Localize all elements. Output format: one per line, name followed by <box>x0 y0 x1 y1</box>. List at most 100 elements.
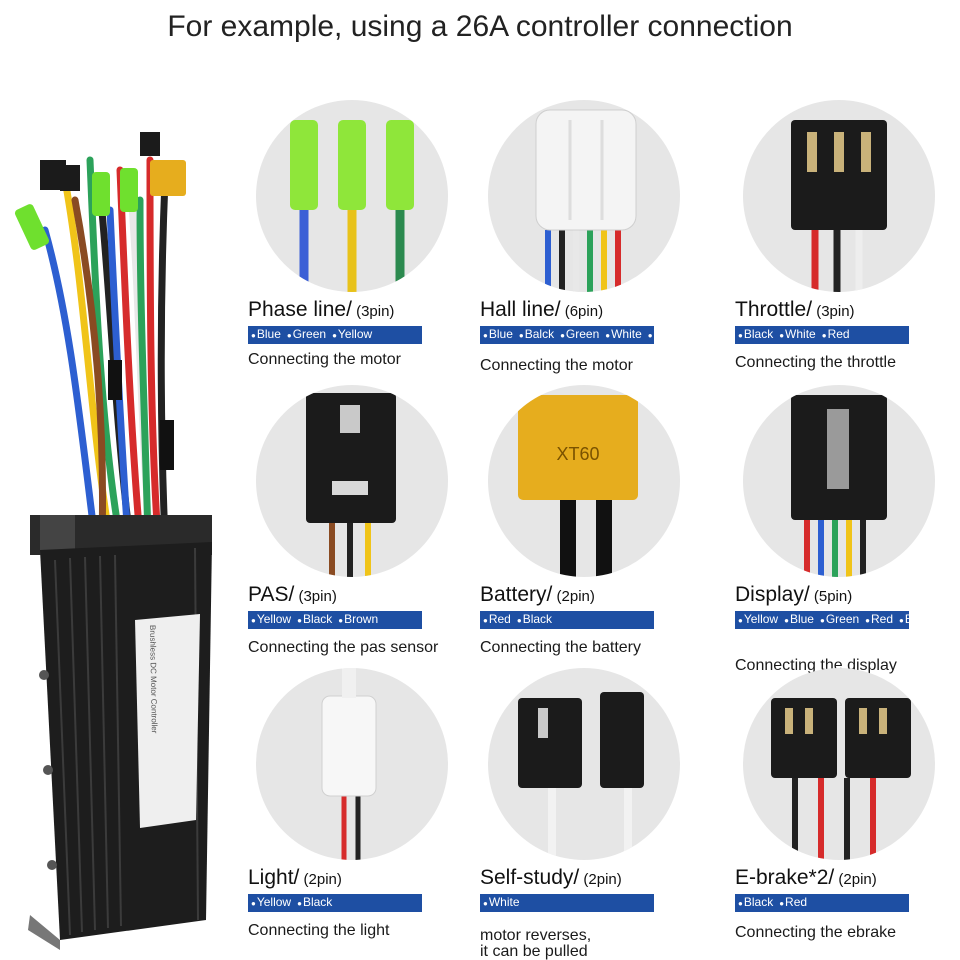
controller-image: Brushless DC Motor Controller <box>0 120 240 950</box>
battery-wire-colors: Red Black <box>480 611 654 629</box>
description-line: Connecting the light <box>248 922 390 939</box>
self-study-name: Self-study/ <box>480 866 580 889</box>
wire-color: Black <box>738 895 773 909</box>
e-brake-title: E-brake*2/ (2pin) <box>735 866 877 890</box>
wire-color: Black <box>297 612 332 626</box>
display-connector-photo <box>743 385 935 577</box>
self-study-title: Self-study/ (2pin) <box>480 866 622 890</box>
pas-description: Connecting the pas sensor <box>248 640 438 656</box>
wire-color: Balck <box>519 327 554 341</box>
throttle-name: Throttle/ <box>735 298 813 321</box>
self-study-pins: (2pin) <box>579 871 622 888</box>
wire-color: Yellow <box>738 612 778 626</box>
pas-wire-colors: Yellow Black Brown <box>248 611 422 629</box>
connector-phase-line: Phase line/ (3pin)BlueGreenYellowConnect… <box>248 100 478 385</box>
controller-label: Brushless DC Motor Controller <box>148 625 159 734</box>
wire-color: Green <box>560 327 599 341</box>
display-wire-colors: Yellow Blue Green Red Black <box>735 611 934 629</box>
throttle-wire-colors: Black White Red <box>735 326 909 344</box>
description-line: motor reverses, <box>480 927 592 944</box>
connector-display: Display/ (5pin)YellowBlueGreenRedBlackCo… <box>735 385 960 674</box>
wire-color: Blue <box>784 612 814 626</box>
phase-line-wire-colors: BlueGreenYellow <box>248 326 422 344</box>
pas-pins: (3pin) <box>294 588 337 605</box>
connector-throttle: Throttle/ (3pin) Black White RedConnecting … <box>735 100 960 385</box>
battery-description: Connecting the battery <box>480 640 641 656</box>
connector-pas: PAS/ (3pin)YellowBlackBrownConnecting th… <box>248 385 478 670</box>
e-brake-connector-photo <box>743 668 935 860</box>
wire-color: Red <box>779 895 807 909</box>
e-brake-wire-colors: Black Red <box>735 894 909 912</box>
hall-line-title: Hall line/ (6pin) <box>480 298 603 322</box>
wire-color: White <box>779 327 816 341</box>
wire-color: Brown <box>338 612 378 626</box>
pas-name: PAS/ <box>248 583 295 606</box>
e-brake-description: Connecting the ebrake <box>735 925 896 941</box>
display-pins: (5pin) <box>809 588 853 605</box>
wire-color: Black <box>899 612 934 626</box>
wire-color: Red <box>483 612 511 626</box>
wire-color: Red <box>694 327 722 341</box>
phase-line-name: Phase line/ <box>248 298 352 321</box>
xt60-label: XT60 <box>556 444 599 464</box>
light-name: Light/ <box>248 866 300 889</box>
phase-line-title: Phase line/ (3pin) <box>248 298 394 322</box>
light-description: Connecting the light <box>248 923 389 939</box>
light-title: Light/ (2pin) <box>248 866 342 890</box>
battery-connector-photo: XT60 <box>488 385 680 577</box>
connector-hall-line: Hall line/ (6pin) Blue Balck Green White Yell… <box>480 100 722 385</box>
display-title: Display/ (5pin) <box>735 583 852 607</box>
battery-pins: (2pin) <box>552 588 595 605</box>
throttle-description: Connecting the throttle <box>735 355 896 371</box>
wire-color: Green <box>820 612 859 626</box>
phase-line-pins: (3pin) <box>351 303 395 320</box>
hall-line-description: Connecting the motor <box>480 358 633 374</box>
wire-color: Black <box>517 612 552 626</box>
phase-line-connector-photo <box>256 100 448 292</box>
e-brake-name: E-brake*2/ <box>735 866 835 889</box>
self-study-description: motor reverses,it can be pulled <box>480 928 591 960</box>
wire-color: White <box>605 327 642 341</box>
self-study-wire-colors: White <box>480 894 654 912</box>
description-line: Connecting the throttle <box>735 354 896 371</box>
connector-self-study: Self-study/ (2pin) White motor reverses,it… <box>480 668 710 960</box>
description-line: Connecting the motor <box>248 351 401 368</box>
description-line: Connecting the ebrake <box>735 924 896 941</box>
hall-line-pins: (6pin) <box>560 303 604 320</box>
wire-color: Black <box>738 327 773 341</box>
throttle-pins: (3pin) <box>812 303 855 320</box>
wire-color: Blue <box>251 327 281 341</box>
page-title: For example, using a 26A controller conn… <box>167 10 793 43</box>
description-line: Connecting the pas sensor <box>248 639 439 656</box>
e-brake-pins: (2pin) <box>834 871 877 888</box>
hall-line-wire-colors: Blue Balck Green White Yellow Red <box>480 326 722 344</box>
description-line: it can be pulled <box>480 943 588 960</box>
wire-color: Yellow <box>251 895 291 909</box>
description-line: Connecting the motor <box>480 357 633 374</box>
hall-line-name: Hall line/ <box>480 298 561 321</box>
display-name: Display/ <box>735 583 810 606</box>
throttle-title: Throttle/ (3pin) <box>735 298 855 322</box>
wire-color: Red <box>865 612 893 626</box>
description-line: Connecting the battery <box>480 639 641 656</box>
light-wire-colors: Yellow Black <box>248 894 422 912</box>
light-pins: (2pin) <box>299 871 342 888</box>
wire-color: White <box>483 895 520 909</box>
hall-line-connector-photo <box>488 100 680 292</box>
phase-line-description: Connecting the motor <box>248 352 401 368</box>
light-connector-photo <box>256 668 448 860</box>
wire-color: Green <box>287 327 326 341</box>
wire-color: Yellow <box>648 327 688 341</box>
wire-color: Yellow <box>251 612 291 626</box>
wire-color: Blue <box>483 327 513 341</box>
throttle-connector-photo <box>743 100 935 292</box>
wire-color: Black <box>297 895 332 909</box>
wire-color: Red <box>822 327 850 341</box>
battery-title: Battery/ (2pin) <box>480 583 595 607</box>
battery-name: Battery/ <box>480 583 553 606</box>
pas-title: PAS/ (3pin) <box>248 583 337 607</box>
self-study-connector-photo <box>488 668 680 860</box>
